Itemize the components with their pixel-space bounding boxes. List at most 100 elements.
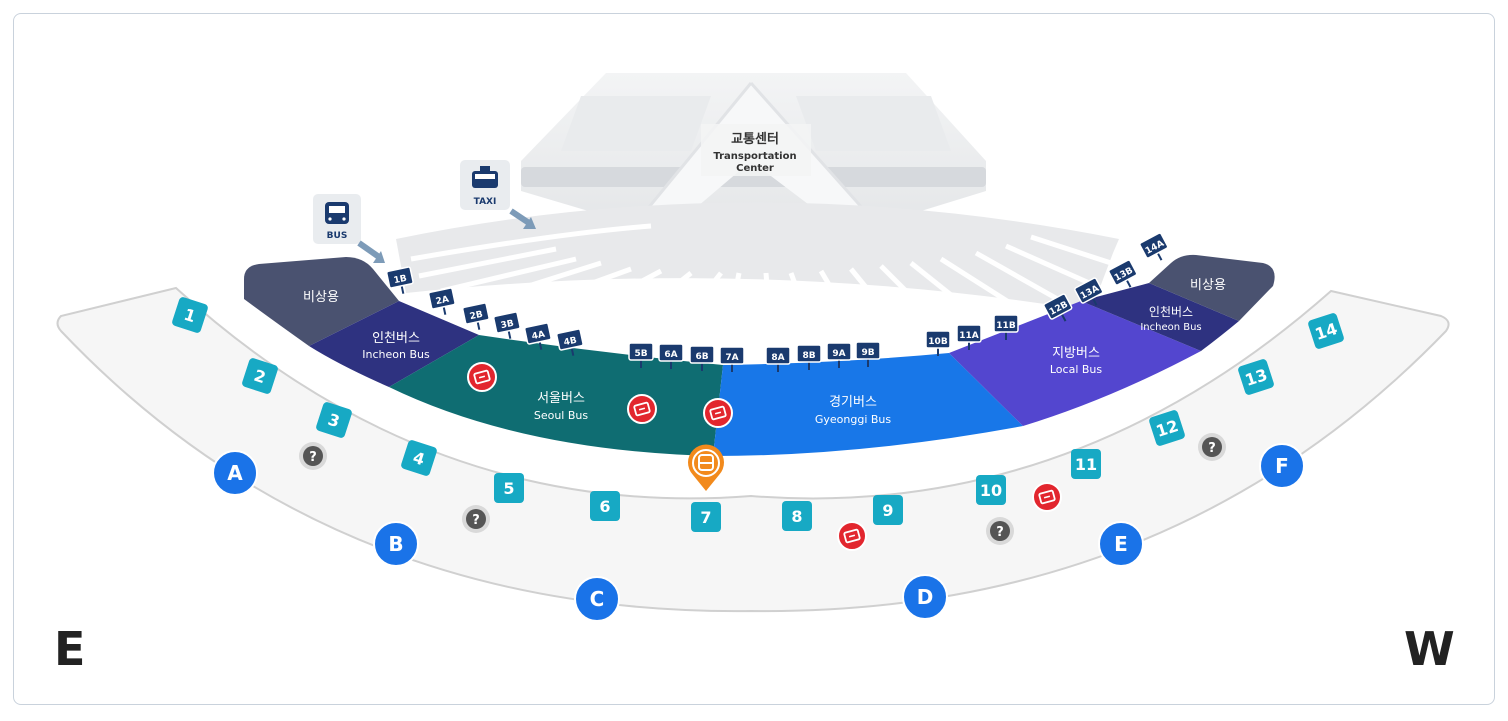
gate-number: 1 <box>182 305 198 327</box>
gate-number: 3 <box>326 410 342 432</box>
gate-11[interactable]: 11 <box>1071 449 1101 479</box>
tc-label-en-2: Center <box>736 163 774 174</box>
zone-incheon-right-en: Incheon Bus <box>1140 322 1201 333</box>
info-question-icon[interactable]: ? <box>299 442 327 470</box>
gate-number: 2 <box>252 366 268 388</box>
bus-stop-12b[interactable]: 12B <box>1043 293 1076 326</box>
bus-stop-label: 6B <box>695 352 708 362</box>
taxi-icon <box>472 171 498 188</box>
door-b[interactable]: B <box>373 521 419 567</box>
gate-5[interactable]: 5 <box>494 473 524 503</box>
bus-location-marker[interactable] <box>688 444 724 491</box>
gate-1[interactable]: 1 <box>171 296 209 334</box>
zone-incheon-left <box>309 301 479 387</box>
bus-stop-label: 3B <box>500 319 515 332</box>
bus-stop-11b[interactable]: 11B <box>993 314 1019 340</box>
bus-stop-4a[interactable]: 4A <box>524 322 553 352</box>
gate-7[interactable]: 7 <box>691 502 721 532</box>
bus-stop-label: 5B <box>634 349 647 359</box>
tc-label-ko: 교통센터 <box>731 131 779 147</box>
ticket-icon[interactable] <box>703 398 733 428</box>
gate-4[interactable]: 4 <box>400 439 438 477</box>
door-f[interactable]: F <box>1259 443 1305 489</box>
door-c[interactable]: C <box>574 576 620 622</box>
gate-number: 4 <box>411 448 427 470</box>
bus-sign: BUS <box>313 194 385 263</box>
info-question-icon[interactable]: ? <box>1198 433 1226 461</box>
zone-emergency-left <box>244 257 399 346</box>
gate-9[interactable]: 9 <box>873 495 903 525</box>
bus-stop-label: 1B <box>393 274 408 287</box>
ticket-machines <box>467 362 1062 551</box>
gate-2[interactable]: 2 <box>241 357 279 395</box>
door-label: F <box>1275 454 1289 478</box>
compass-west: W <box>1404 622 1455 676</box>
gate-number: 7 <box>700 508 711 527</box>
gate-3[interactable]: 3 <box>315 401 353 439</box>
bus-stop-label: 7A <box>725 353 738 363</box>
gate-13[interactable]: 13 <box>1237 358 1275 396</box>
svg-text:?: ? <box>472 513 480 528</box>
bus-stop-14a[interactable]: 14A <box>1139 232 1172 265</box>
taxi-sign: TAXI <box>460 160 536 229</box>
gate-6[interactable]: 6 <box>590 491 620 521</box>
zone-emergency-right <box>1149 254 1275 321</box>
bus-stop-8a[interactable]: 8A <box>765 346 791 372</box>
bus-stop-1b[interactable]: 1B <box>386 266 415 296</box>
info-question-icon[interactable]: ? <box>462 505 490 533</box>
bus-stop-6b[interactable]: 6B <box>689 345 715 371</box>
zone-incheon-right <box>1081 283 1239 351</box>
door-label: C <box>590 587 605 611</box>
zone-local-en: Local Bus <box>1050 363 1103 376</box>
bus-stop-5b[interactable]: 5B <box>628 342 654 368</box>
bus-stop-label: 2A <box>435 295 450 308</box>
bus-stop-label: 8B <box>802 351 815 361</box>
bus-stop-9a[interactable]: 9A <box>826 342 852 368</box>
gate-10[interactable]: 10 <box>976 475 1006 505</box>
bus-stop-7a[interactable]: 7A <box>719 346 745 372</box>
zone-incheon-right-ko: 인천버스 <box>1149 304 1193 319</box>
bus-stop-label: 11B <box>996 321 1016 331</box>
bus-stops: 1B 2A 2B 3B 4A 4B 5B 6A 6B 7A 8A 8B 9A 9B 10B 11A 11B 12B… <box>386 232 1172 372</box>
bus-stop-label: 9B <box>861 348 874 358</box>
gate-number: 5 <box>503 479 514 498</box>
bus-stop-label: 4B <box>563 336 578 349</box>
bus-stop-label: 10B <box>928 337 948 347</box>
zone-incheon-left-en: Incheon Bus <box>362 348 430 361</box>
bus-stop-9b[interactable]: 9B <box>855 341 881 367</box>
ticket-icon[interactable] <box>837 521 867 551</box>
gate-number: 8 <box>791 507 802 526</box>
svg-text:?: ? <box>1208 441 1216 456</box>
door-a[interactable]: A <box>212 450 258 496</box>
gate-number: 6 <box>599 497 610 516</box>
door-label: A <box>227 461 243 485</box>
bus-stop-6a[interactable]: 6A <box>658 343 684 369</box>
bus-stop-2b[interactable]: 2B <box>462 302 491 332</box>
gate-8[interactable]: 8 <box>782 501 812 531</box>
info-question-icon[interactable]: ? <box>986 517 1014 545</box>
taxi-sign-label: TAXI <box>474 197 497 207</box>
ticket-icon[interactable] <box>1032 482 1062 512</box>
bus-stop-3b[interactable]: 3B <box>493 311 522 341</box>
bus-stop-10b[interactable]: 10B <box>925 330 951 356</box>
door-label: D <box>917 585 934 609</box>
bus-stop-label: 8A <box>771 353 784 363</box>
bus-stop-13b[interactable]: 13B <box>1108 259 1141 292</box>
ticket-icon[interactable] <box>627 394 657 424</box>
ticket-icon[interactable] <box>467 362 497 392</box>
door-e[interactable]: E <box>1098 521 1144 567</box>
bus-stop-4b[interactable]: 4B <box>556 328 585 358</box>
gate-12[interactable]: 12 <box>1148 409 1186 447</box>
bus-stop-11a[interactable]: 11A <box>956 324 982 350</box>
gate-14[interactable]: 14 <box>1307 312 1345 350</box>
door-d[interactable]: D <box>902 574 948 620</box>
bus-stop-8b[interactable]: 8B <box>796 344 822 370</box>
zone-seoul <box>389 335 723 456</box>
svg-text:?: ? <box>309 450 317 465</box>
bus-stop-label: 2B <box>469 310 484 323</box>
zone-seoul-ko: 서울버스 <box>537 391 585 406</box>
zone-local-ko: 지방버스 <box>1052 346 1100 361</box>
bus-stop-13a[interactable]: 13A <box>1074 277 1107 310</box>
bus-stop-2a[interactable]: 2A <box>428 287 457 317</box>
doors: A B C D E F <box>212 443 1305 622</box>
